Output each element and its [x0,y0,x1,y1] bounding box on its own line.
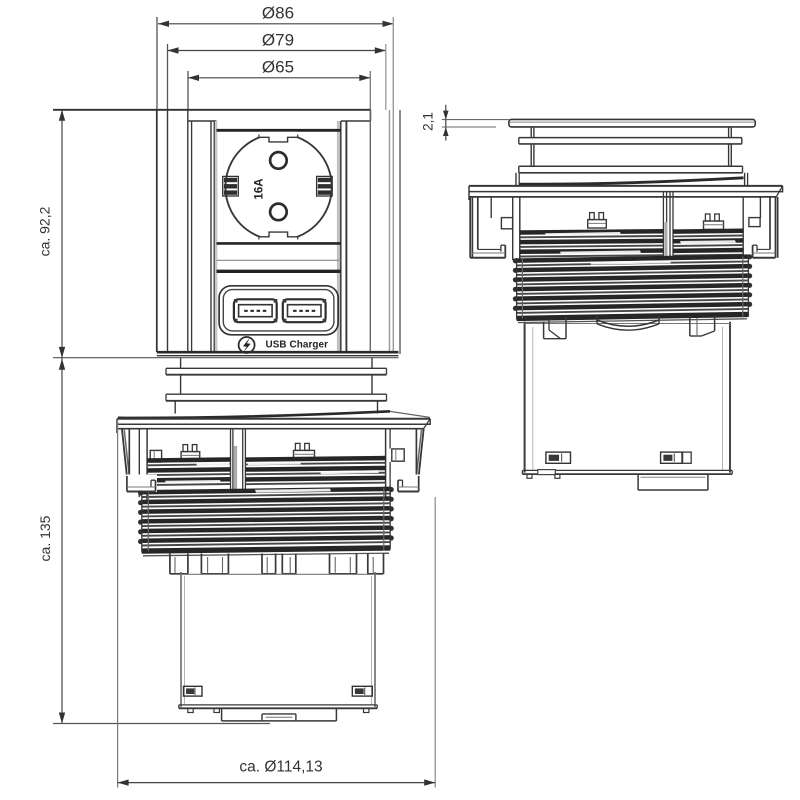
svg-text:Ø86: Ø86 [262,4,294,23]
svg-text:Ø65: Ø65 [262,58,294,77]
svg-text:ca. 135: ca. 135 [37,515,53,561]
svg-text:Ø79: Ø79 [262,31,294,50]
svg-text:16A: 16A [254,178,266,199]
svg-text:ca. Ø114,13: ca. Ø114,13 [239,759,322,776]
svg-text:USB Charger: USB Charger [266,340,329,351]
svg-text:2,1: 2,1 [421,112,436,131]
svg-text:ca. 92,2: ca. 92,2 [37,206,53,256]
